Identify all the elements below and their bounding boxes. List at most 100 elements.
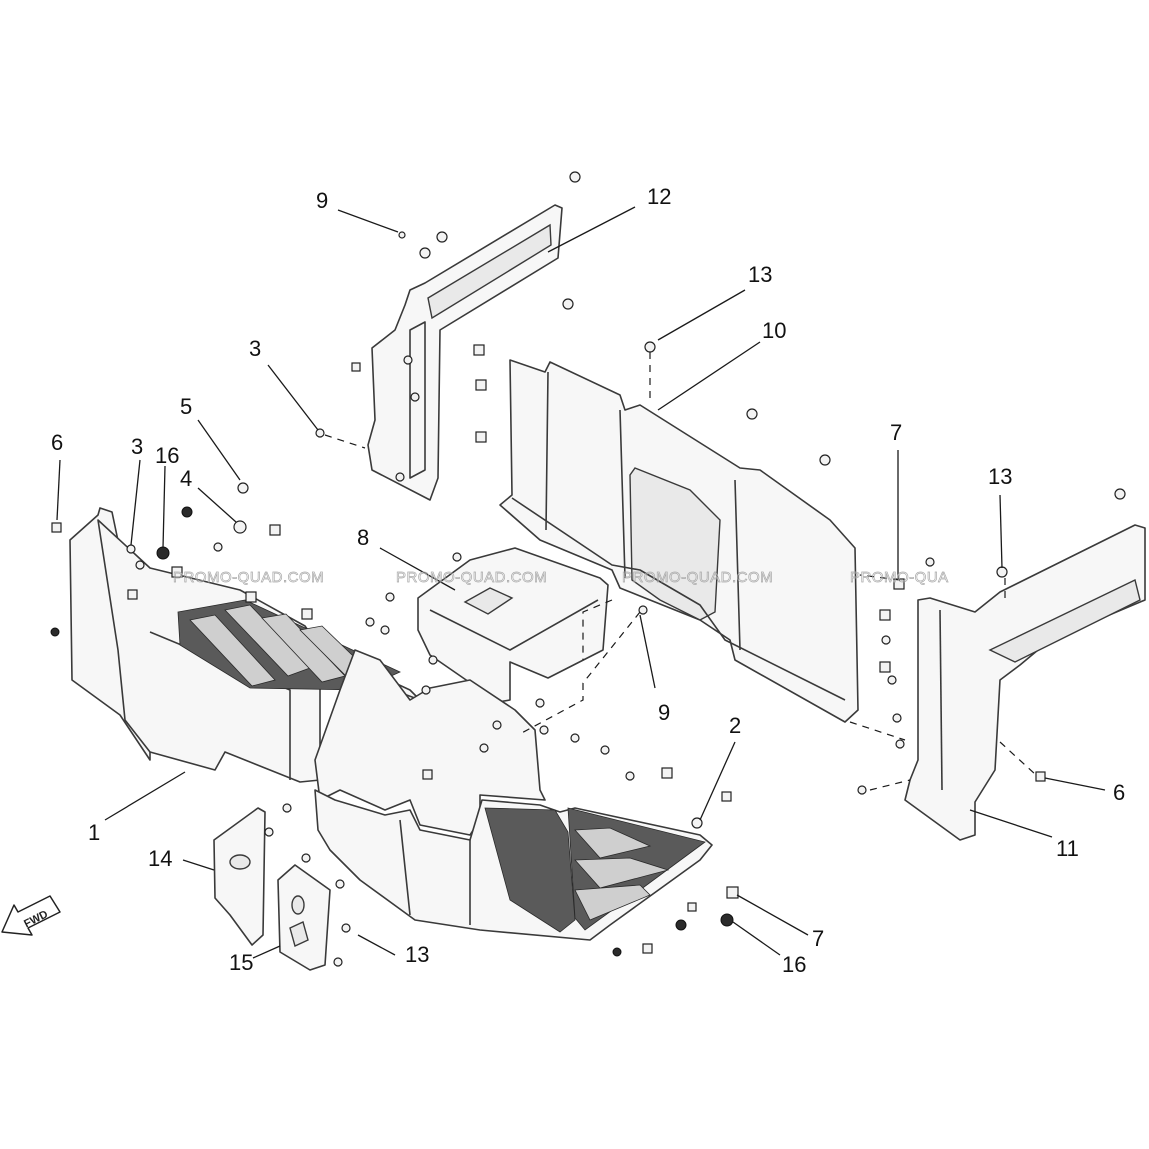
screw-icon xyxy=(315,428,325,438)
nut-icon xyxy=(675,919,687,931)
nut-icon xyxy=(612,947,622,957)
clip-icon xyxy=(473,344,485,356)
watermark-text: PROMO-QUA xyxy=(850,569,949,586)
watermark-text: PROMO-QUAD.COM xyxy=(173,569,324,586)
part-14-heel-guard xyxy=(213,807,266,946)
callout-9-top: 9 xyxy=(316,188,328,213)
bolt-icon xyxy=(535,698,545,708)
callout-16-top: 16 xyxy=(155,443,179,468)
bolt-icon xyxy=(341,923,351,933)
callout-16-bottom: 16 xyxy=(782,952,806,977)
screw-icon xyxy=(996,566,1008,578)
clip-icon xyxy=(893,578,905,590)
callout-5: 5 xyxy=(180,394,192,419)
clip-icon xyxy=(726,886,739,899)
screw-icon xyxy=(436,231,448,243)
bolt-icon xyxy=(126,544,136,554)
clip-icon xyxy=(301,608,313,620)
clip-icon xyxy=(269,524,281,536)
watermark-text: PROMO-QUAD.COM xyxy=(622,569,773,586)
part-11-side-panel xyxy=(904,524,1146,841)
clip-icon xyxy=(879,661,891,673)
fwd-arrow-icon: FWD xyxy=(1,895,61,936)
bolt-icon xyxy=(895,739,905,749)
callout-4: 4 xyxy=(180,466,192,491)
screw-icon xyxy=(398,231,406,239)
screw-icon xyxy=(562,298,574,310)
part-1-floorboard xyxy=(69,507,713,941)
screw-icon xyxy=(925,557,935,567)
leader-lines xyxy=(56,206,1106,959)
clip-icon xyxy=(475,379,487,391)
part-12-side-panel xyxy=(367,204,563,501)
bolt-icon xyxy=(638,605,648,615)
nut-icon xyxy=(181,506,193,518)
screw-icon xyxy=(746,408,758,420)
bolt-icon xyxy=(881,635,891,645)
callout-9-mid: 9 xyxy=(658,700,670,725)
clip-icon xyxy=(127,589,138,600)
callout-13-bottom: 13 xyxy=(405,942,429,967)
clip-icon xyxy=(475,431,487,443)
callout-3-lower: 3 xyxy=(131,434,143,459)
clip-icon xyxy=(1035,771,1046,782)
fasteners-group xyxy=(50,171,1126,967)
screw-icon xyxy=(569,171,581,183)
bolt-icon xyxy=(570,733,580,743)
callout-6-right: 6 xyxy=(1113,780,1125,805)
clip-icon xyxy=(721,791,732,802)
callout-1: 1 xyxy=(88,820,100,845)
callout-6-left: 6 xyxy=(51,430,63,455)
screw-icon xyxy=(819,454,831,466)
callout-labels: 9 12 13 10 3 5 6 3 16 4 7 13 8 9 2 1 14 … xyxy=(51,184,1125,977)
callout-12: 12 xyxy=(647,184,671,209)
callout-14: 14 xyxy=(148,846,172,871)
clip-icon xyxy=(422,769,433,780)
callout-15: 15 xyxy=(229,950,253,975)
bolt-icon xyxy=(600,745,610,755)
bolt-icon xyxy=(892,713,902,723)
clip-icon xyxy=(642,943,653,954)
bolt-icon xyxy=(365,617,375,627)
bolt-icon xyxy=(301,853,311,863)
nut-icon xyxy=(720,913,734,927)
callout-13-right: 13 xyxy=(988,464,1012,489)
bolt-icon xyxy=(395,472,405,482)
callout-2: 2 xyxy=(729,713,741,738)
assembly-lines xyxy=(324,352,1037,791)
bolt-icon xyxy=(691,817,703,829)
bolt-icon xyxy=(335,879,345,889)
clip-icon xyxy=(661,767,673,779)
bolt-icon xyxy=(887,675,897,685)
callout-13-top: 13 xyxy=(748,262,772,287)
bolt-icon xyxy=(539,725,549,735)
bolt-icon xyxy=(385,592,395,602)
screw-icon xyxy=(419,247,431,259)
part-15-heel-guard xyxy=(277,864,331,971)
bolt-icon xyxy=(452,552,462,562)
washer-icon xyxy=(233,520,247,534)
watermark-group: PROMO-QUAD.COM PROMO-QUAD.COM PROMO-QUAD… xyxy=(173,569,949,587)
clip-icon xyxy=(171,566,183,578)
callout-3-upper: 3 xyxy=(249,336,261,361)
screw-icon xyxy=(644,341,656,353)
bolt-icon xyxy=(282,803,292,813)
bolt-icon xyxy=(264,827,274,837)
screw-icon xyxy=(237,482,249,494)
clip-icon xyxy=(879,609,891,621)
bolt-icon xyxy=(135,560,145,570)
bolt-icon xyxy=(403,355,413,365)
bolt-icon xyxy=(428,655,438,665)
bolt-icon xyxy=(625,771,635,781)
callout-11: 11 xyxy=(1056,836,1079,861)
screw-icon xyxy=(213,542,223,552)
bolt-icon xyxy=(410,392,420,402)
clip-icon xyxy=(687,902,697,912)
part-10-rear-panel xyxy=(499,359,859,723)
clip-icon xyxy=(245,591,257,603)
bolt-icon xyxy=(479,743,489,753)
callout-7-bottom: 7 xyxy=(812,926,824,951)
bolt-icon xyxy=(333,957,343,967)
bolt-icon xyxy=(421,685,431,695)
